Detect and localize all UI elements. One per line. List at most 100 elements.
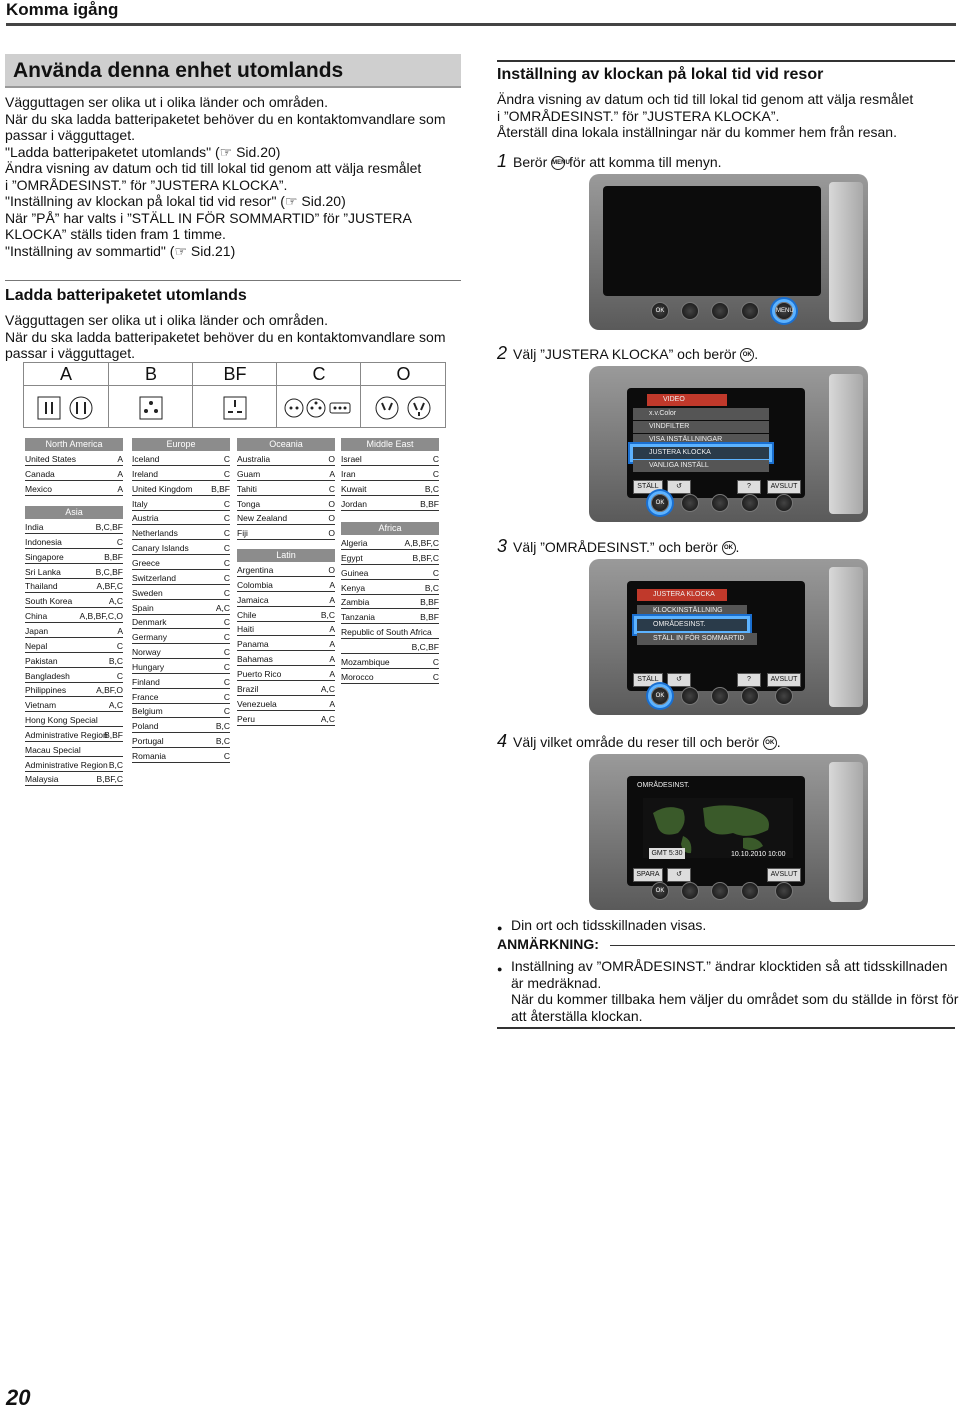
- menu-item[interactable]: VINDFILTER: [633, 421, 769, 433]
- touch-button[interactable]: [711, 687, 729, 705]
- plug-codes: C: [223, 647, 230, 658]
- back-softkey[interactable]: ↺: [667, 480, 691, 494]
- plug-codes: B,C: [215, 736, 230, 747]
- menu-item-adjust-clock[interactable]: JUSTERA KLOCKA: [633, 447, 769, 459]
- ok-key-icon: OK: [740, 348, 755, 363]
- back-softkey[interactable]: ↺: [667, 673, 691, 687]
- lcd-screen: OMRÅDESINST. GMT 5:30 10.10.2010 10:00 S…: [627, 776, 805, 886]
- touch-button[interactable]: [741, 494, 759, 512]
- help-softkey[interactable]: ?: [737, 480, 761, 494]
- ok-button[interactable]: OK: [651, 687, 669, 705]
- menu-button[interactable]: MENU: [775, 302, 794, 320]
- plug-codes: C: [223, 691, 230, 702]
- touch-button[interactable]: [741, 687, 759, 705]
- plug-bf-icon: [192, 385, 277, 427]
- touch-button[interactable]: [711, 882, 729, 900]
- touch-button[interactable]: [681, 494, 699, 512]
- ok-button[interactable]: OK: [651, 494, 669, 512]
- touch-button[interactable]: [711, 494, 729, 512]
- plug-codes: C: [116, 640, 123, 651]
- intro-text: Vägguttagen ser olika ut i olika länder …: [5, 94, 465, 259]
- plug-codes: C: [223, 528, 230, 539]
- touch-button[interactable]: [775, 494, 793, 512]
- touch-button[interactable]: [741, 882, 759, 900]
- menu-item[interactable]: x.v.Color: [633, 408, 769, 420]
- header-rule: [6, 23, 956, 26]
- plug-codes: B,BF: [420, 498, 439, 509]
- touch-button[interactable]: [681, 882, 699, 900]
- set-softkey[interactable]: STÄLL: [633, 673, 663, 687]
- plug-o-icon: [360, 385, 446, 427]
- menu-tab-video[interactable]: VIDEO: [647, 394, 727, 406]
- plug-codes: A,C: [215, 602, 230, 613]
- country-name: Pakistan: [25, 655, 58, 666]
- ok-key-icon: OK: [762, 736, 777, 751]
- menu-tab-adjust-clock[interactable]: JUSTERA KLOCKA: [637, 589, 727, 601]
- plug-codes: C: [223, 543, 230, 554]
- country-name: Tahiti: [237, 483, 257, 494]
- menu-item[interactable]: VANLIGA INSTÄLL: [633, 460, 769, 472]
- country-row: France C: [132, 691, 230, 704]
- touch-button[interactable]: [775, 882, 793, 900]
- region-header: Middle East: [341, 438, 439, 451]
- set-softkey[interactable]: STÄLL: [633, 480, 663, 494]
- menu-item[interactable]: VISA INSTÄLLNINGAR: [633, 434, 769, 446]
- plug-codes: A: [329, 639, 335, 650]
- menu-item[interactable]: STÄLL IN FÖR SOMMARTID: [637, 633, 757, 645]
- save-softkey[interactable]: SPARA: [633, 868, 663, 882]
- area-setting-title: OMRÅDESINST.: [637, 782, 690, 789]
- touch-button[interactable]: [711, 302, 729, 320]
- link-local-time[interactable]: "Inställning av klockan på lokal tid vid…: [5, 193, 346, 209]
- touch-button[interactable]: [741, 302, 759, 320]
- plug-codes: O: [328, 498, 335, 509]
- touch-button[interactable]: [681, 302, 699, 320]
- country-name: Malaysia: [25, 774, 59, 785]
- back-softkey[interactable]: ↺: [667, 868, 691, 882]
- ok-button[interactable]: OK: [651, 302, 669, 320]
- country-name: Norway: [132, 647, 161, 658]
- country-row: Hong Kong Special: [25, 714, 123, 728]
- exit-softkey[interactable]: AVSLUT: [767, 673, 801, 687]
- sub-line: När du ska ladda batteripaketet behöver …: [5, 328, 446, 345]
- exit-softkey[interactable]: AVSLUT: [767, 868, 801, 882]
- plug-codes: C: [432, 567, 439, 578]
- link-charge-abroad[interactable]: "Ladda batteripaketet utomlands" (☞ Sid.…: [5, 143, 281, 160]
- date-time-readout: 10.10.2010 10:00: [731, 851, 786, 858]
- exit-softkey[interactable]: AVSLUT: [767, 480, 801, 494]
- country-name: France: [132, 691, 159, 702]
- country-name: Sri Lanka: [25, 566, 61, 577]
- ok-button[interactable]: OK: [651, 882, 669, 900]
- link-dst[interactable]: "Inställning av sommartid" (☞ Sid.21): [5, 242, 236, 259]
- country-name: Indonesia: [25, 536, 62, 547]
- plug-codes: C: [223, 498, 230, 509]
- country-name: Brazil: [237, 683, 259, 694]
- touch-button[interactable]: [775, 687, 793, 705]
- country-name: Guam: [237, 468, 261, 479]
- timezone-readout: GMT 5:30: [649, 848, 685, 859]
- touch-button[interactable]: [681, 687, 699, 705]
- menu-item-area-setting[interactable]: OMRÅDESINST.: [637, 619, 747, 631]
- country-name: Ireland: [132, 468, 158, 479]
- country-name: Romania: [132, 751, 167, 761]
- menu-item[interactable]: KLOCKINSTÄLLNING: [637, 605, 747, 617]
- help-softkey[interactable]: ?: [737, 673, 761, 687]
- country-name: India: [25, 522, 44, 532]
- plug-type-a: A: [59, 364, 72, 384]
